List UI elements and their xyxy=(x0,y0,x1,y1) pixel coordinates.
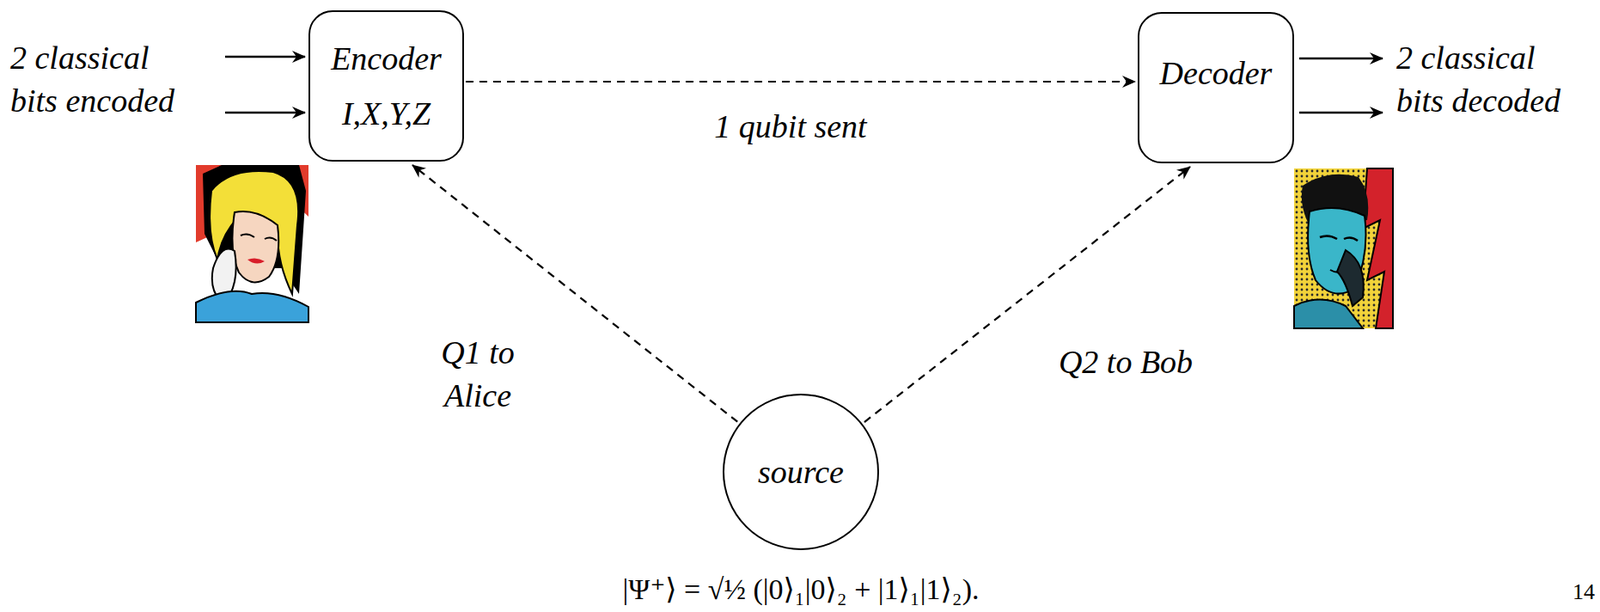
input-bits-label: 2 classical bits encoded xyxy=(10,36,187,123)
qubit-connector xyxy=(465,80,1136,83)
encoder-box: EncoderI,X,Y,Z xyxy=(308,10,465,162)
output-arrows xyxy=(1299,58,1383,113)
input-arrows xyxy=(225,56,306,113)
source-circle: source xyxy=(722,393,880,550)
qubit-connector xyxy=(864,166,1191,422)
output-bits-label: 2 classical bits decoded xyxy=(1396,36,1573,123)
edge-label: 1 qubit sent xyxy=(714,104,867,148)
bell-state-formula: |Ψ⁺⟩ = √½ (|0⟩₁|0⟩₂ + |1⟩₁|1⟩₂). xyxy=(622,570,980,609)
edge-label: Q2 to Bob xyxy=(1058,340,1193,384)
bob-picture xyxy=(1294,168,1393,329)
node-text: source xyxy=(757,451,844,492)
qubit-connector xyxy=(412,164,738,422)
node-text: Decoder xyxy=(1160,53,1273,93)
decoder-box: Decoder xyxy=(1137,12,1295,164)
edge-label: Q1 to Alice xyxy=(426,330,530,417)
node-text: I,X,Y,Z xyxy=(341,93,431,134)
page-number: 14 xyxy=(1572,577,1595,607)
alice-picture xyxy=(195,164,309,323)
node-text: Encoder xyxy=(330,38,442,79)
